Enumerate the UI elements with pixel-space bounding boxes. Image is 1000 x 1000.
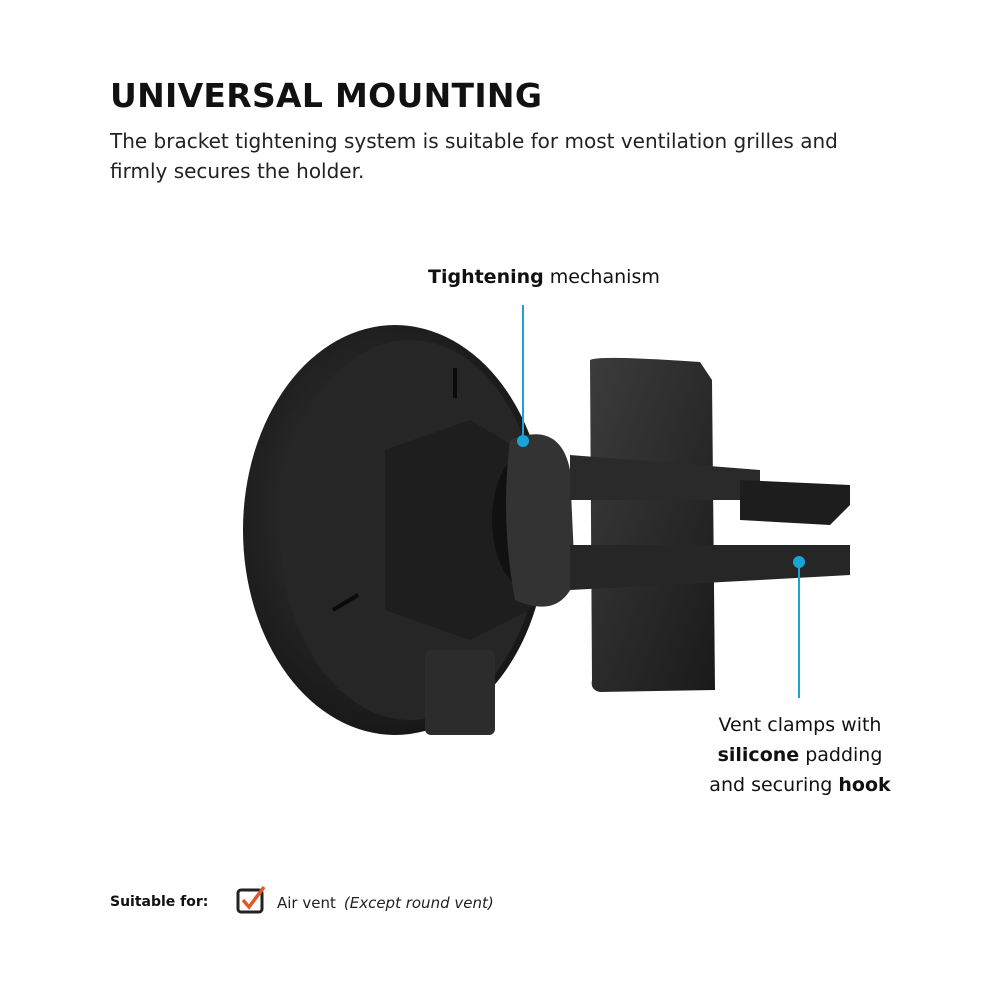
callout-text: mechanism [543, 266, 660, 288]
suitable-item-label: Air vent [277, 894, 336, 912]
clamps-callout: Vent clamps with silicone padding and se… [690, 710, 910, 800]
callout-bold: hook [838, 774, 891, 796]
tightening-callout: Tightening mechanism [428, 262, 660, 292]
suitable-item-note: (Except round vent) [343, 894, 494, 912]
page-title: UNIVERSAL MOUNTING [110, 76, 543, 115]
checkbox-checked-icon [236, 885, 266, 914]
suitable-item: Air vent (Except round vent) [277, 894, 494, 912]
page-subtitle: The bracket tightening system is suitabl… [110, 129, 838, 183]
callout-bold: silicone [717, 744, 800, 766]
callout-text: and securing [709, 774, 839, 796]
clamp-marker [793, 556, 805, 568]
callout-line: Vent clamps with [718, 714, 882, 736]
suitable-for-label: Suitable for: [110, 894, 209, 910]
tightening-marker [517, 435, 529, 447]
callout-text: padding [799, 744, 883, 766]
callout-bold: Tightening [428, 266, 544, 288]
